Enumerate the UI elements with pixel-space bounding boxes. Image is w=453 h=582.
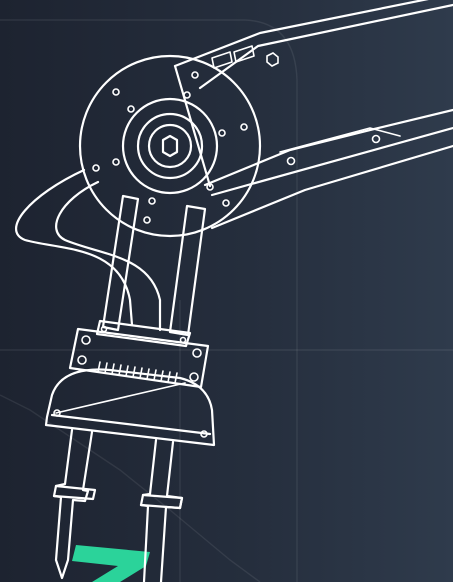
gripper-fingers [52,428,184,582]
lower-arm [203,108,453,230]
gripper-housing [44,368,216,447]
accent-mark [72,545,150,582]
upper-arm [173,0,453,188]
cables [14,168,162,332]
wrist-block [68,319,210,389]
hex-bolt-icon [161,134,179,158]
hex-nut-icon [266,52,279,67]
background-grid [0,19,453,582]
forearm [101,194,207,337]
rotary-joint [78,54,262,238]
